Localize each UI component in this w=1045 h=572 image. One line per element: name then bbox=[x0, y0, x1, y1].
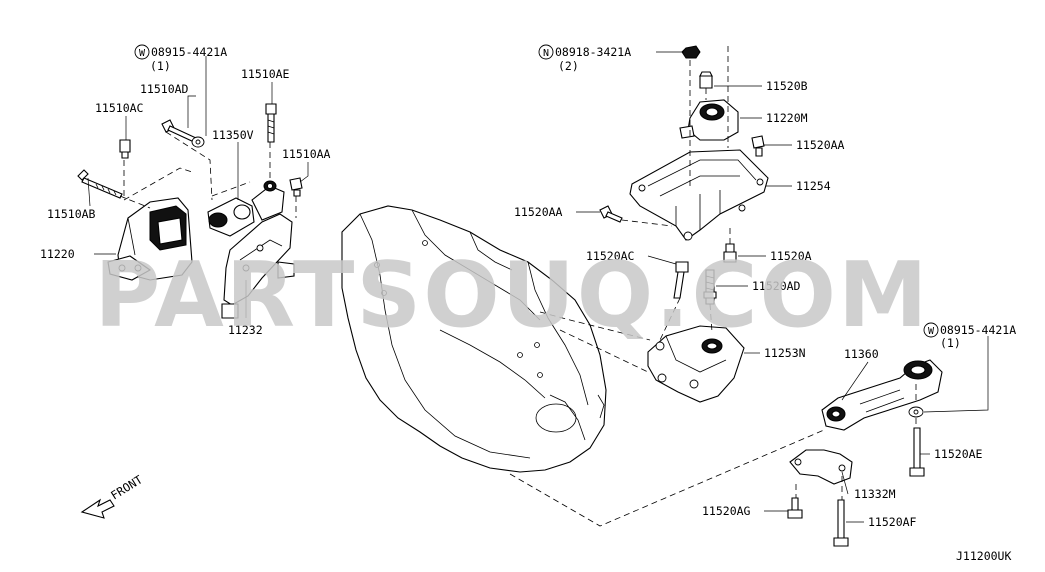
stopper-11350v bbox=[207, 180, 285, 237]
bolt-11510ad bbox=[161, 119, 197, 143]
label-11510aa: 11510AA bbox=[282, 147, 331, 161]
bolt-11510aa-left bbox=[289, 177, 303, 197]
label-11520a: 11520A bbox=[770, 249, 812, 263]
label-11520ag: 11520AG bbox=[702, 504, 751, 518]
watermark: PARTSOUQ.COM bbox=[94, 243, 929, 348]
bracket-11253n bbox=[647, 325, 745, 403]
diagram-code: J11200UK bbox=[956, 549, 1011, 563]
label-11520aa-left: 11520AA bbox=[514, 205, 563, 219]
bracket-11232 bbox=[221, 213, 295, 319]
label-11510ab: 11510AB bbox=[47, 207, 96, 221]
washer-symbol-right: W bbox=[923, 322, 939, 338]
label-11510ad: 11510AD bbox=[140, 82, 189, 96]
label-11520af: 11520AF bbox=[868, 515, 917, 529]
mount-11220m bbox=[679, 99, 739, 141]
part-labels: 08915-4421A (1) 11510AD 11510AE 11510AC … bbox=[40, 45, 1016, 563]
nut-08918 bbox=[681, 45, 701, 59]
svg-text:W: W bbox=[139, 48, 146, 59]
label-11350v: 11350V bbox=[212, 128, 254, 142]
assembly-dashed-lines bbox=[119, 46, 917, 527]
label-08915-right: 08915-4421A bbox=[940, 323, 1016, 337]
label-11254: 11254 bbox=[796, 179, 831, 193]
svg-text:W: W bbox=[928, 326, 935, 337]
label-11332m: 11332M bbox=[854, 487, 896, 501]
bracket-11332m bbox=[789, 449, 853, 485]
label-11520aa-right: 11520AA bbox=[796, 138, 845, 152]
engine-block-outline bbox=[341, 205, 607, 473]
label-qty-nut: (2) bbox=[558, 59, 579, 73]
bolt-11520a bbox=[723, 243, 737, 263]
bolt-11520aa-right bbox=[751, 135, 765, 157]
bolt-11520af bbox=[833, 499, 849, 547]
label-11510ae: 11510AE bbox=[241, 67, 290, 81]
label-11220: 11220 bbox=[40, 247, 75, 261]
label-11220m: 11220M bbox=[766, 111, 808, 125]
label-front: FRONT bbox=[108, 472, 145, 502]
label-11360: 11360 bbox=[844, 347, 879, 361]
label-11520ae: 11520AE bbox=[934, 447, 983, 461]
label-11232: 11232 bbox=[228, 323, 263, 337]
label-08915-top: 08915-4421A bbox=[151, 45, 227, 59]
label-11520ac: 11520AC bbox=[586, 249, 635, 263]
washer-right bbox=[908, 406, 924, 418]
label-11253n: 11253N bbox=[764, 346, 806, 360]
bolt-11520aa-left bbox=[599, 205, 623, 223]
nut-top-11520b bbox=[699, 71, 713, 89]
bolt-11520ag bbox=[787, 497, 803, 519]
bolt-11510ac bbox=[119, 139, 131, 159]
stud-11520ad bbox=[703, 269, 717, 305]
engine-mount-11220 bbox=[107, 197, 193, 281]
nut-symbol: N bbox=[538, 44, 554, 60]
bolt-11510ab bbox=[77, 169, 123, 199]
label-11520ad: 11520AD bbox=[752, 279, 801, 293]
washer-symbol-top: W bbox=[134, 44, 150, 60]
svg-text:N: N bbox=[543, 48, 549, 59]
label-08918: 08918-3421A bbox=[555, 45, 631, 59]
label-11520b: 11520B bbox=[766, 79, 808, 93]
bolt-11520ac bbox=[673, 261, 689, 299]
washer-bolt-top bbox=[191, 136, 205, 148]
label-11510ac: 11510AC bbox=[95, 101, 144, 115]
front-arrow-icon bbox=[80, 498, 115, 519]
torque-rod-11360 bbox=[821, 359, 943, 431]
bolt-11520ae bbox=[909, 427, 925, 477]
bracket-11254 bbox=[629, 149, 769, 241]
label-qty-right: (1) bbox=[940, 336, 961, 350]
leader-lines bbox=[87, 51, 989, 523]
label-qty-top: (1) bbox=[150, 59, 171, 73]
bolt-11510ae bbox=[265, 103, 277, 143]
